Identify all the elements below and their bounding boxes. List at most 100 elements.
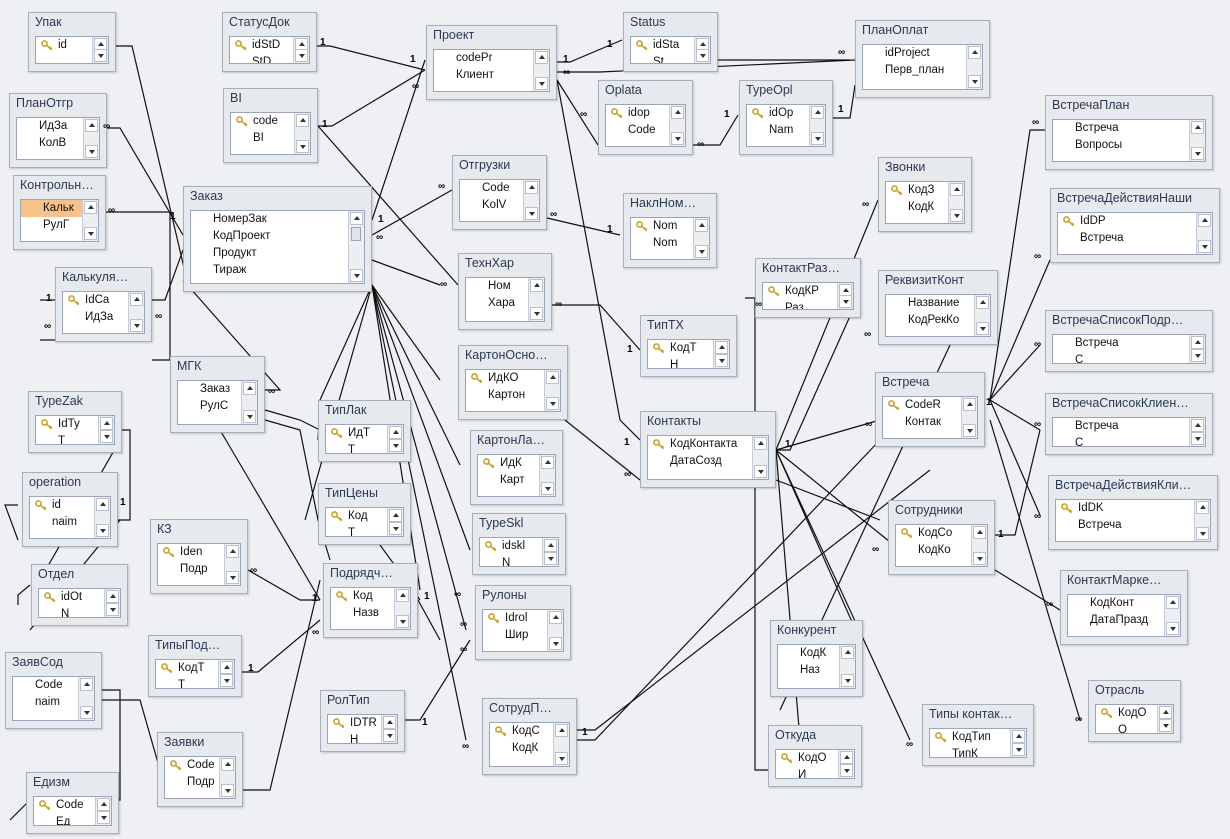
scroll-up-arrow-icon[interactable] — [535, 51, 548, 64]
vertical-scrollbar[interactable] — [1194, 500, 1210, 541]
scroll-down-arrow-icon[interactable] — [976, 322, 989, 335]
table-field[interactable]: С — [1053, 352, 1189, 363]
vertical-scrollbar[interactable] — [98, 416, 114, 444]
table-title[interactable]: ВстречаСписокКлиен… — [1052, 396, 1189, 410]
vertical-scrollbar[interactable] — [294, 113, 310, 154]
table-field[interactable]: Nom — [631, 235, 693, 252]
vertical-scrollbar[interactable] — [92, 37, 108, 63]
table-field[interactable]: St — [631, 54, 694, 63]
scroll-down-arrow-icon[interactable] — [350, 269, 363, 282]
table-field[interactable]: idStD — [230, 37, 293, 54]
table-title[interactable]: Звонки — [885, 160, 926, 174]
scroll-down-arrow-icon[interactable] — [220, 674, 233, 687]
table-title[interactable]: Откуда — [775, 728, 817, 742]
table-title[interactable]: Отрасль — [1095, 683, 1145, 697]
table-field[interactable]: Code — [606, 122, 669, 139]
scroll-up-arrow-icon[interactable] — [1191, 336, 1204, 349]
scroll-up-arrow-icon[interactable] — [976, 296, 989, 309]
table-field[interactable]: Code — [460, 180, 523, 197]
table-title[interactable]: Упак — [35, 15, 62, 29]
vertical-scrollbar[interactable] — [547, 610, 563, 651]
scroll-down-arrow-icon[interactable] — [1012, 743, 1025, 756]
table-field[interactable]: N — [480, 555, 542, 566]
table-field[interactable]: РулГ — [21, 217, 82, 234]
table-field[interactable]: Ном — [466, 278, 528, 295]
table-field[interactable]: КодК — [490, 740, 553, 757]
table-title[interactable]: НаклНом… — [630, 196, 696, 210]
table-field[interactable]: IdDP — [1058, 213, 1196, 230]
table-field[interactable]: idProject — [863, 45, 966, 62]
vertical-scrollbar[interactable] — [128, 292, 144, 333]
table-field[interactable]: StD — [230, 54, 293, 63]
vertical-scrollbar[interactable] — [95, 797, 111, 825]
table-title[interactable]: Отгрузки — [459, 158, 511, 172]
scroll-up-arrow-icon[interactable] — [549, 611, 562, 624]
table-field[interactable]: КодК — [886, 199, 948, 216]
vertical-scrollbar[interactable] — [966, 45, 982, 89]
vertical-scrollbar[interactable] — [837, 283, 853, 309]
scroll-down-arrow-icon[interactable] — [1191, 432, 1204, 445]
vertical-scrollbar[interactable] — [974, 295, 990, 336]
scroll-up-arrow-icon[interactable] — [389, 509, 402, 522]
vertical-scrollbar[interactable] — [241, 381, 257, 424]
table-title[interactable]: Контрольн… — [20, 178, 94, 192]
table-field[interactable]: Встреча — [1056, 517, 1194, 534]
scroll-down-arrow-icon[interactable] — [973, 552, 986, 565]
table-title[interactable]: КЗ — [157, 522, 172, 536]
scroll-up-arrow-icon[interactable] — [1012, 730, 1025, 743]
scroll-down-arrow-icon[interactable] — [94, 49, 107, 62]
scroll-down-arrow-icon[interactable] — [84, 227, 97, 240]
scroll-down-arrow-icon[interactable] — [963, 424, 976, 437]
vertical-scrollbar[interactable] — [1196, 213, 1212, 254]
scroll-up-arrow-icon[interactable] — [546, 371, 559, 384]
table-field[interactable]: idOt — [39, 589, 104, 606]
scroll-down-arrow-icon[interactable] — [226, 571, 239, 584]
table-title[interactable]: Встреча — [882, 375, 930, 389]
scroll-down-arrow-icon[interactable] — [546, 397, 559, 410]
table-field[interactable]: Nom — [631, 218, 693, 235]
vertical-scrollbar[interactable] — [961, 397, 977, 438]
table-field[interactable]: id — [36, 37, 92, 54]
table-title[interactable]: ПланОплат — [862, 23, 929, 37]
scroll-up-arrow-icon[interactable] — [96, 498, 109, 511]
scroll-up-arrow-icon[interactable] — [555, 724, 568, 737]
scroll-down-arrow-icon[interactable] — [80, 706, 93, 719]
table-field[interactable]: НомерЗак — [191, 211, 348, 228]
table-title[interactable]: Едизм — [33, 775, 70, 789]
scroll-down-arrow-icon[interactable] — [1166, 622, 1179, 635]
table-field[interactable]: CodeR — [883, 397, 961, 414]
table-field[interactable]: КодРекКо — [886, 312, 974, 329]
table-field[interactable]: КодКо — [896, 542, 971, 559]
vertical-scrollbar[interactable] — [218, 660, 234, 688]
table-field[interactable]: КодО — [1096, 705, 1157, 722]
table-field[interactable]: ИдКО — [466, 370, 544, 387]
scroll-down-arrow-icon[interactable] — [1198, 240, 1211, 253]
scroll-down-arrow-icon[interactable] — [754, 465, 767, 478]
table-title[interactable]: Отдел — [38, 567, 75, 581]
scroll-down-arrow-icon[interactable] — [535, 77, 548, 90]
table-field[interactable]: IdTy — [36, 416, 98, 433]
vertical-scrollbar[interactable] — [948, 182, 964, 223]
